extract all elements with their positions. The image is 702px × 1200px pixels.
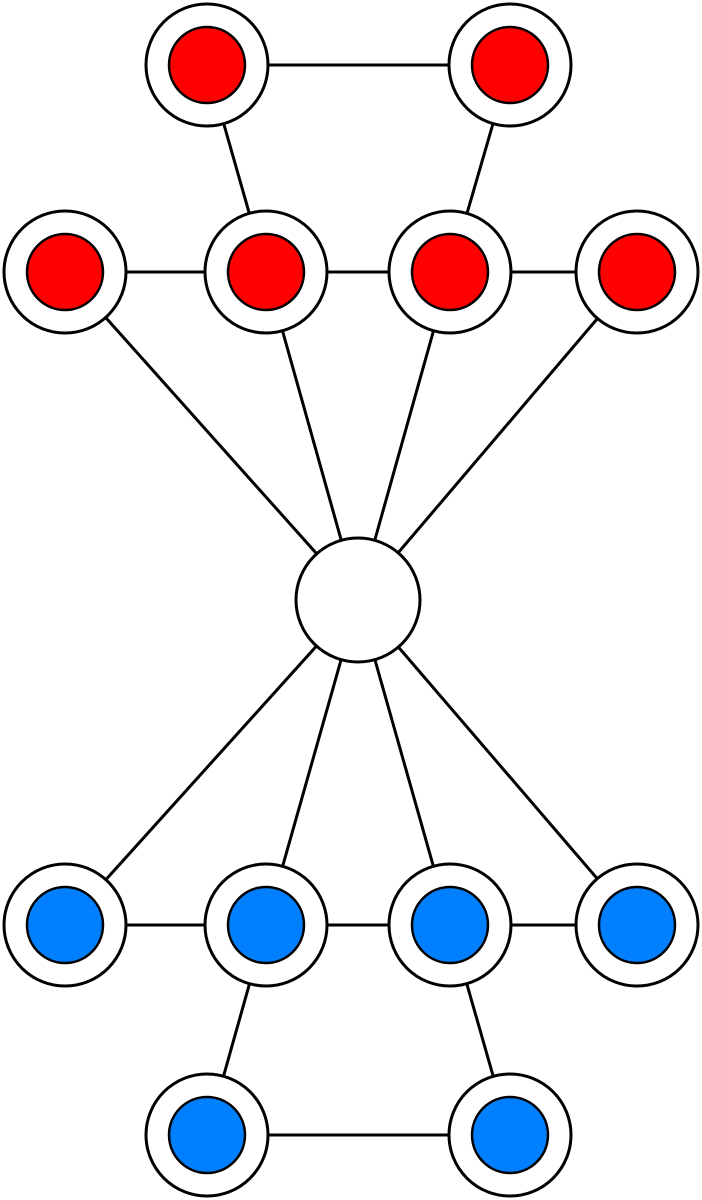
node-b1-core <box>25 885 105 965</box>
node-r2 <box>447 2 573 128</box>
edge-r6-center <box>356 271 639 601</box>
node-b2-core <box>226 885 306 965</box>
node-b6-core <box>470 1095 550 1175</box>
edge-b1-center <box>63 598 360 927</box>
node-b2 <box>203 862 329 988</box>
node-r1 <box>144 2 270 128</box>
node-b3-core <box>410 885 490 965</box>
node-r5 <box>387 209 513 335</box>
node-r4-core <box>226 232 306 312</box>
node-b5-core <box>167 1095 247 1175</box>
edge-b4-center <box>356 599 639 926</box>
node-r2-core <box>470 25 550 105</box>
node-r1-core <box>167 25 247 105</box>
node-center <box>294 536 422 664</box>
node-b4 <box>574 862 700 988</box>
node-b4-core <box>597 885 677 965</box>
node-r6-core <box>597 232 677 312</box>
node-r3-core <box>25 232 105 312</box>
node-r3 <box>2 209 128 335</box>
node-r5-core <box>410 232 490 312</box>
node-b1 <box>2 862 128 988</box>
node-b3 <box>387 862 513 988</box>
node-b6 <box>447 1072 573 1198</box>
edge-r3-center <box>63 271 360 601</box>
node-r6 <box>574 209 700 335</box>
node-b5 <box>144 1072 270 1198</box>
node-center-ring <box>294 536 422 664</box>
node-r4 <box>203 209 329 335</box>
